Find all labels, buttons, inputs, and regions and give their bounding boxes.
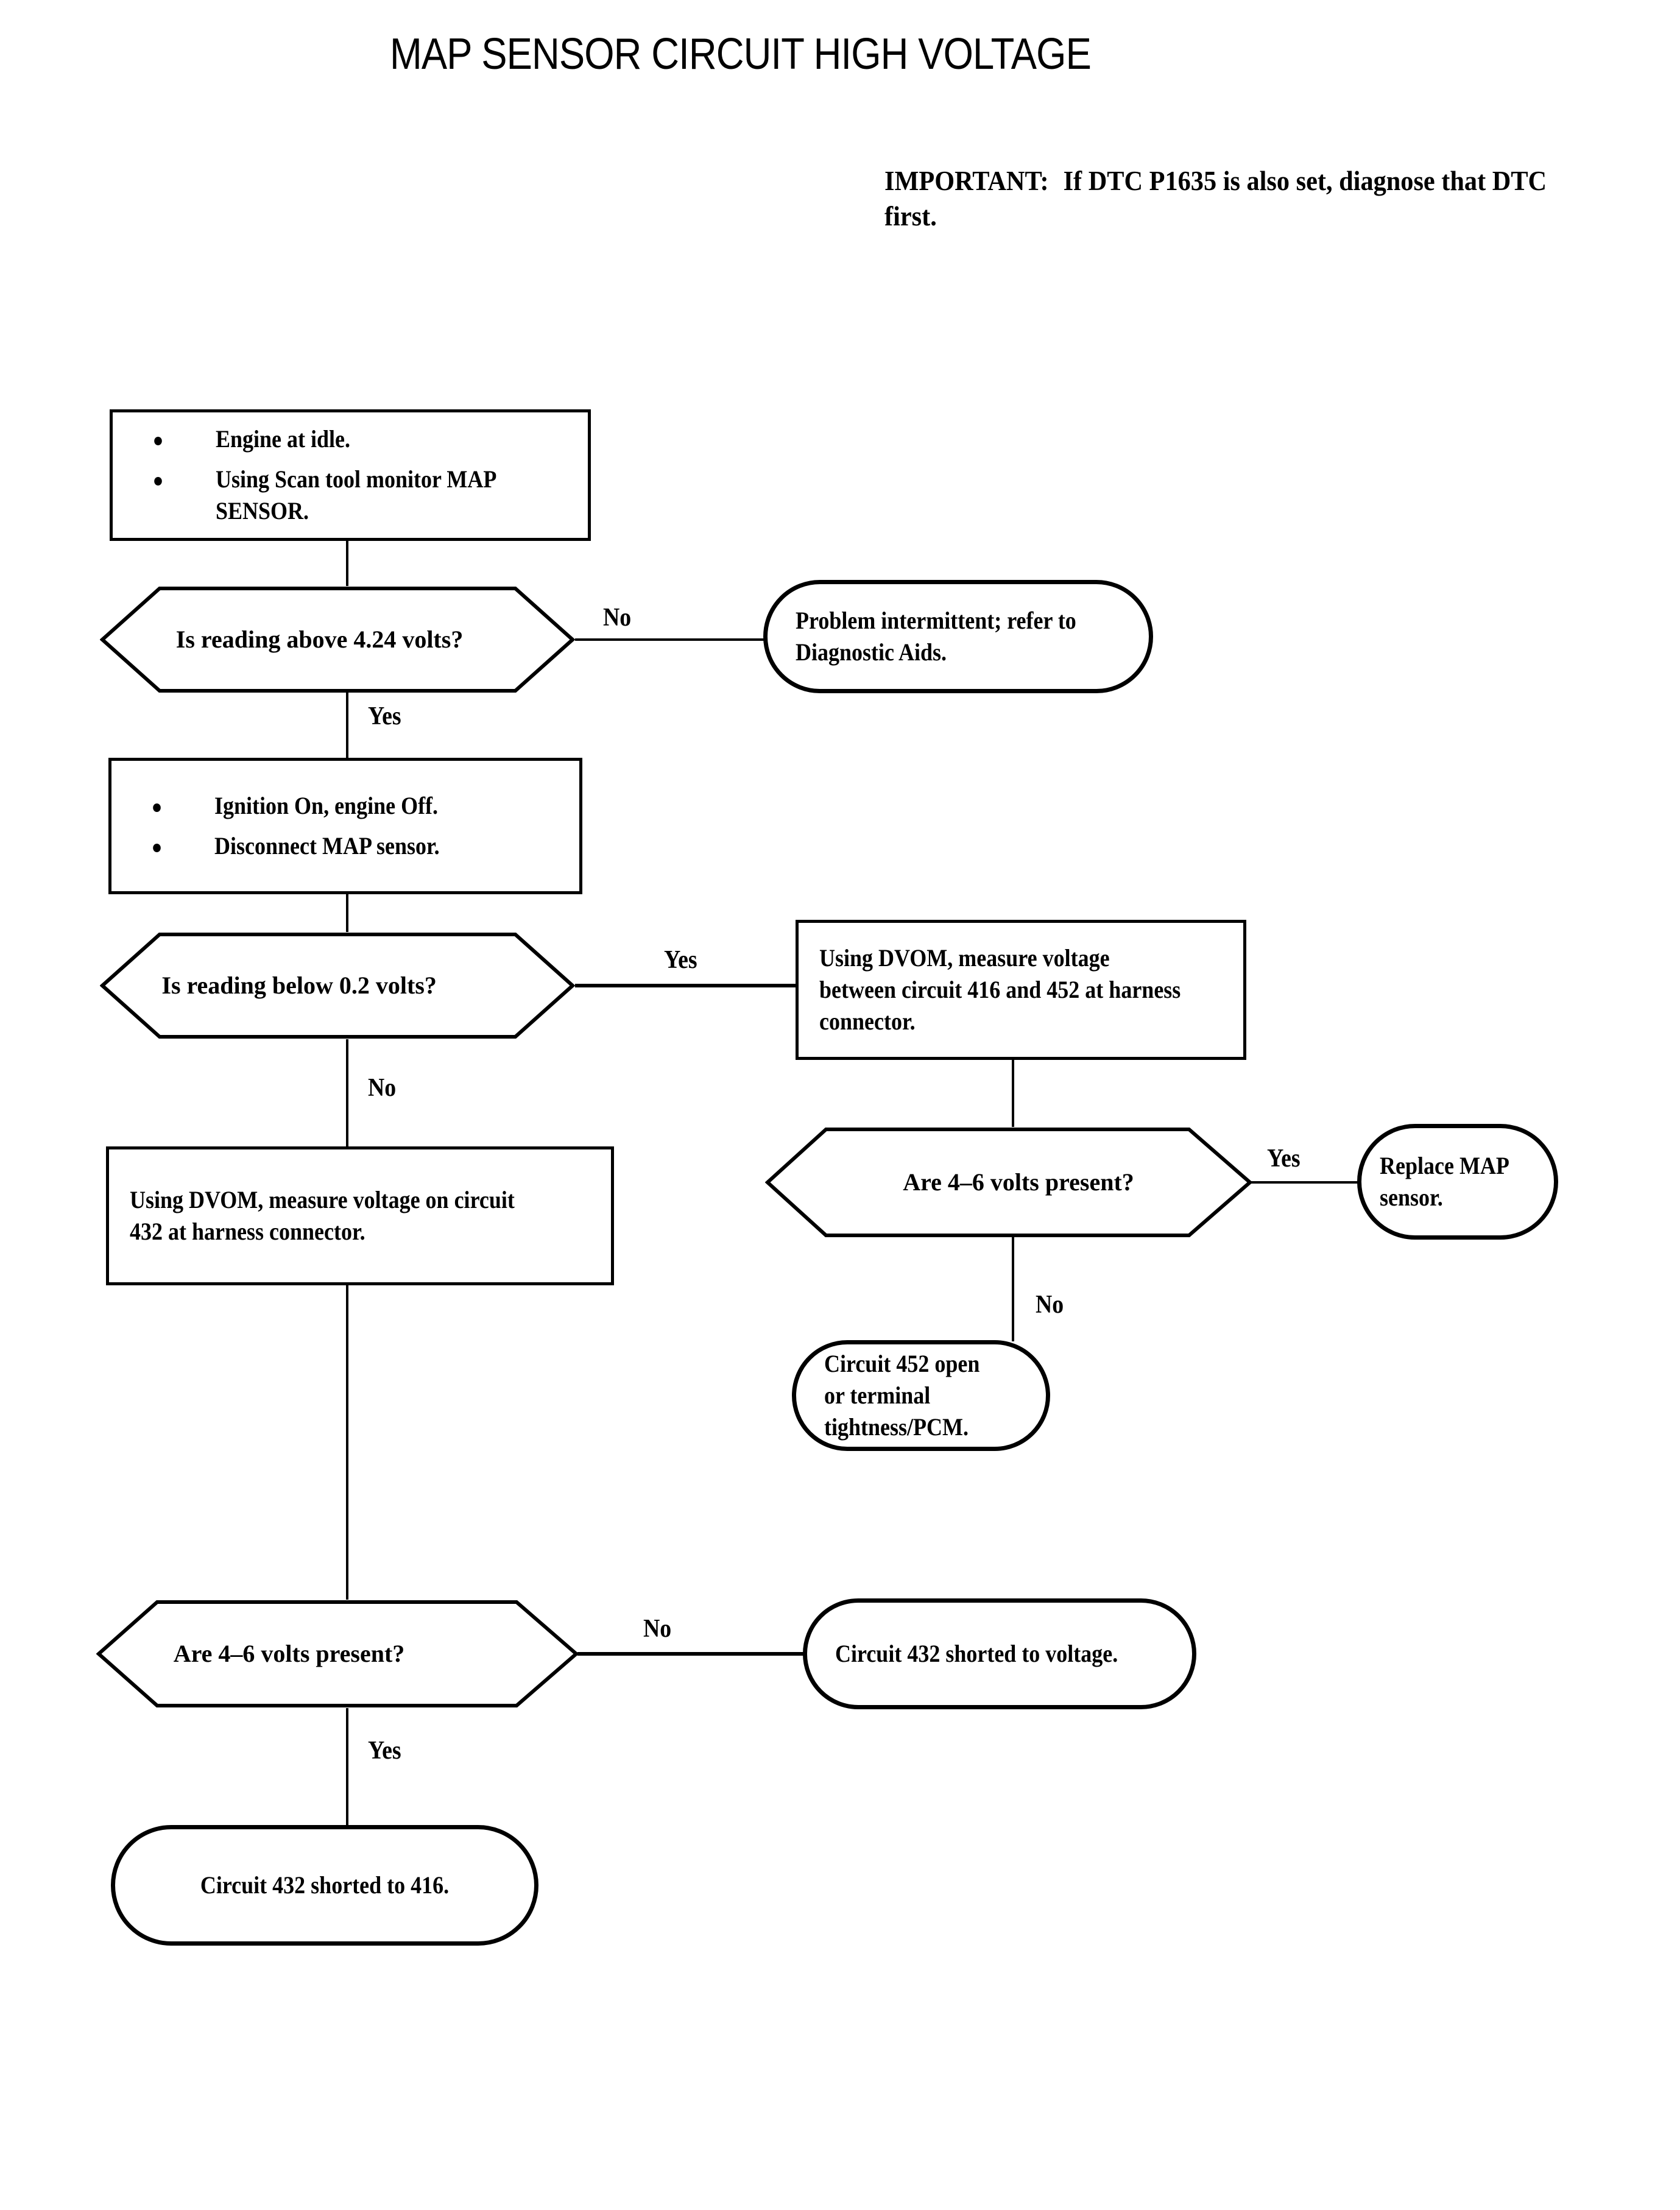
node-circuit-432-shorted-416: Circuit 432 shorted to 416. bbox=[111, 1825, 538, 1946]
connector-decision1-yes bbox=[346, 692, 348, 759]
list-item: Using Scan tool monitor MAP SENSOR. bbox=[133, 464, 524, 527]
node-decision-below-02: Is reading below 0.2 volts? bbox=[100, 932, 575, 1039]
node-measure-432: Using DVOM, measure voltage on circuit 4… bbox=[106, 1146, 614, 1285]
problem-intermittent-text: Problem intermittent; refer to Diagnosti… bbox=[796, 607, 1076, 666]
node-decision-volts-left: Are 4–6 volts present? bbox=[96, 1600, 579, 1708]
connector-start-to-decision1 bbox=[346, 541, 348, 587]
measure-416-452-text: Using DVOM, measure voltage between circ… bbox=[819, 944, 1181, 1035]
branch-label-no-volts-right: No bbox=[1036, 1291, 1064, 1319]
connector-decision-left-yes bbox=[346, 1708, 348, 1825]
branch-label-no-volts-left: No bbox=[643, 1615, 672, 1643]
hexagon-shape bbox=[100, 587, 575, 693]
node-decision-above-424: Is reading above 4.24 volts? bbox=[100, 586, 575, 693]
list-item: Disconnect MAP sensor. bbox=[132, 830, 516, 862]
branch-label-yes-volts-left: Yes bbox=[368, 1737, 401, 1765]
branch-label-no-below-02: No bbox=[368, 1074, 397, 1102]
list-item: Ignition On, engine Off. bbox=[132, 790, 516, 822]
list-item: Engine at idle. bbox=[133, 423, 524, 455]
connector-decision-left-no bbox=[577, 1652, 808, 1656]
ignition-disconnect-bullets: Ignition On, engine Off. Disconnect MAP … bbox=[132, 790, 559, 862]
replace-map-sensor-text: Replace MAP sensor. bbox=[1380, 1152, 1508, 1211]
hexagon-shape bbox=[765, 1128, 1252, 1237]
circuit-452-open-text: Circuit 452 open or terminal tightness/P… bbox=[824, 1350, 980, 1441]
connector-measure416-to-decision bbox=[1012, 1060, 1014, 1128]
node-problem-intermittent: Problem intermittent; refer to Diagnosti… bbox=[763, 580, 1153, 693]
connector-measure432-to-decision-left bbox=[346, 1285, 348, 1601]
node-start-conditions: Engine at idle. Using Scan tool monitor … bbox=[110, 409, 591, 541]
hexagon-shape bbox=[100, 933, 575, 1039]
decision-below-02-label: Is reading below 0.2 volts? bbox=[161, 972, 437, 999]
decision-above-424-label: Is reading above 4.24 volts? bbox=[175, 626, 464, 653]
hexagon-shape bbox=[96, 1600, 579, 1707]
node-circuit-452-open: Circuit 452 open or terminal tightness/P… bbox=[792, 1340, 1050, 1451]
connector-decision1-no bbox=[575, 638, 765, 641]
node-ignition-disconnect: Ignition On, engine Off. Disconnect MAP … bbox=[108, 758, 582, 894]
circuit-432-shorted-voltage-text: Circuit 432 shorted to voltage. bbox=[835, 1640, 1118, 1667]
measure-432-text: Using DVOM, measure voltage on circuit 4… bbox=[130, 1186, 515, 1245]
node-measure-416-452: Using DVOM, measure voltage between circ… bbox=[796, 920, 1246, 1060]
connector-decision2-no bbox=[346, 1039, 348, 1148]
important-text: If DTC P1635 is also set, diagnose that … bbox=[884, 165, 1547, 231]
branch-label-no-above-424: No bbox=[603, 604, 632, 632]
branch-label-yes-volts-right: Yes bbox=[1267, 1145, 1301, 1173]
connector-decision-right-yes bbox=[1250, 1181, 1360, 1184]
connector-decision-right-no bbox=[1012, 1237, 1014, 1341]
start-conditions-bullets: Engine at idle. Using Scan tool monitor … bbox=[133, 423, 567, 527]
important-note: IMPORTANT:If DTC P1635 is also set, diag… bbox=[884, 163, 1551, 234]
decision-volts-right-label: Are 4–6 volts present? bbox=[903, 1168, 1134, 1196]
connector-decision2-yes bbox=[575, 984, 796, 987]
node-decision-volts-right: Are 4–6 volts present? bbox=[765, 1127, 1252, 1238]
node-circuit-432-shorted-voltage: Circuit 432 shorted to voltage. bbox=[803, 1598, 1196, 1709]
important-keyword: IMPORTANT: bbox=[884, 165, 1049, 196]
connector-node2-to-decision2 bbox=[346, 894, 348, 933]
circuit-432-shorted-416-text: Circuit 432 shorted to 416. bbox=[200, 1871, 450, 1899]
node-replace-map-sensor: Replace MAP sensor. bbox=[1357, 1124, 1558, 1240]
page-title: MAP SENSOR CIRCUIT HIGH VOLTAGE bbox=[390, 30, 1092, 79]
branch-label-yes-above-424: Yes bbox=[368, 702, 401, 730]
decision-volts-left-label: Are 4–6 volts present? bbox=[173, 1640, 405, 1667]
branch-label-yes-below-02: Yes bbox=[664, 946, 697, 974]
